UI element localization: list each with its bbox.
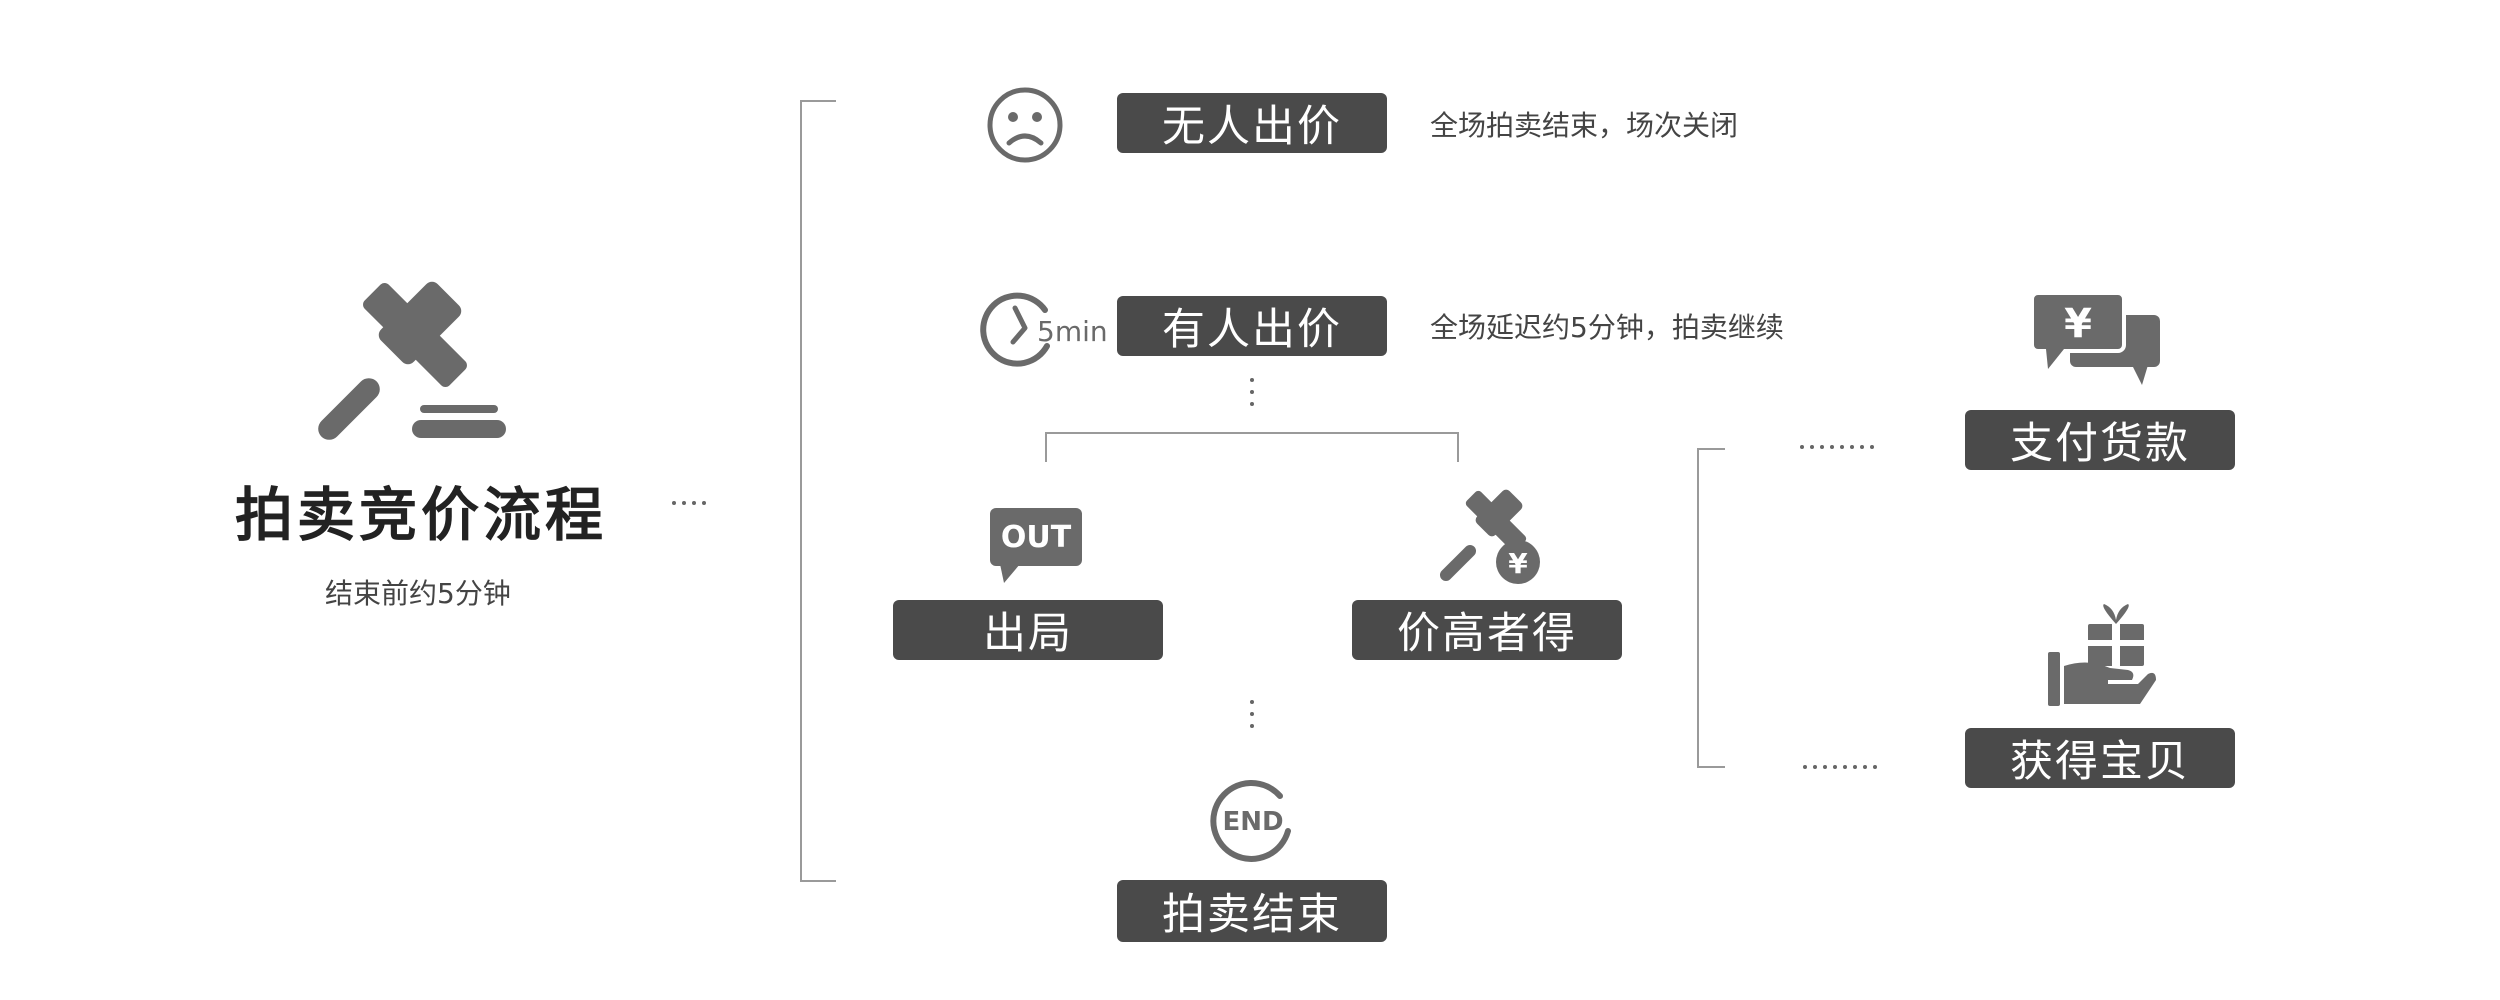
sad-face-icon bbox=[987, 87, 1063, 163]
bracket-right-bottom bbox=[1697, 766, 1725, 768]
end-icon-label: END bbox=[1222, 807, 1283, 837]
branch-right-drop bbox=[1457, 432, 1459, 462]
out-bubble-icon: OUT bbox=[990, 508, 1082, 583]
connector-dots bbox=[1250, 378, 1254, 414]
out-bubble-label: OUT bbox=[1001, 520, 1072, 555]
bracket-left-vertical bbox=[800, 100, 802, 882]
yuan-chat-icon: ¥ bbox=[2030, 291, 2160, 385]
page-title: 拍卖竞价流程 bbox=[235, 481, 608, 549]
yuan-chat-label: ¥ bbox=[2064, 301, 2092, 347]
bracket-left-top bbox=[800, 100, 836, 102]
step-no-bid-note: 全场拍卖结束，场次关闭 bbox=[1430, 109, 1739, 142]
bracket-right-vertical bbox=[1697, 448, 1699, 768]
gavel-yuan-icon: ¥ bbox=[1439, 489, 1540, 584]
gift-hand-icon bbox=[2048, 604, 2156, 706]
step-bid-note: 全场延迟约5分钟，拍卖继续 bbox=[1430, 311, 1784, 344]
clock-5min-label: 5min bbox=[1037, 315, 1108, 348]
gavel-icon bbox=[318, 281, 506, 440]
step-receive: 获得宝贝 bbox=[1965, 728, 2235, 788]
step-no-bid: 无人出价 bbox=[1117, 93, 1387, 153]
connector-dots bbox=[1800, 445, 1874, 449]
connector-dots bbox=[1803, 765, 1877, 769]
connector-dots bbox=[1250, 700, 1254, 736]
bracket-right-top bbox=[1697, 448, 1725, 450]
step-winner: 价高者得 bbox=[1352, 600, 1622, 660]
end-icon: END bbox=[1210, 780, 1291, 862]
page-subtitle: 结束前约5分钟 bbox=[325, 577, 511, 610]
connector-dots bbox=[672, 501, 706, 505]
clock-5min-icon: 5min bbox=[980, 292, 1108, 367]
bracket-left-bottom bbox=[800, 880, 836, 882]
step-pay: 支付货款 bbox=[1965, 410, 2235, 470]
step-end: 拍卖结束 bbox=[1117, 880, 1387, 942]
gavel-yuan-label: ¥ bbox=[1508, 547, 1528, 580]
step-bid: 有人出价 bbox=[1117, 296, 1387, 356]
branch-left-drop bbox=[1045, 432, 1047, 462]
branch-horizontal bbox=[1045, 432, 1459, 434]
step-out: 出局 bbox=[893, 600, 1163, 660]
